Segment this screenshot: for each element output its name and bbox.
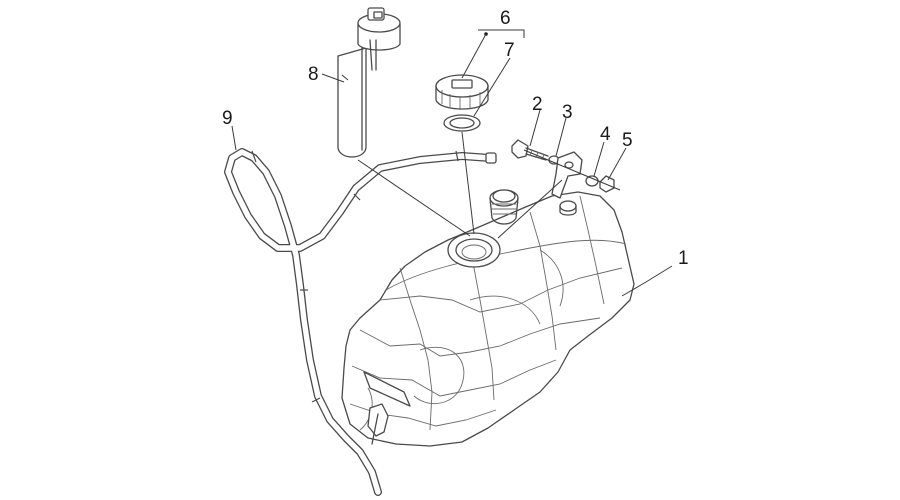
- callout-9: 9: [222, 108, 233, 129]
- part-5-nut: [599, 175, 615, 193]
- part-2-bolt: [511, 139, 549, 161]
- part-4-spacer: [585, 175, 599, 187]
- callout-3: 3: [562, 102, 573, 123]
- part-9-hose: [224, 148, 497, 496]
- part-1-fuel-tank: [341, 189, 635, 447]
- part-3-bracket: [551, 151, 583, 199]
- callout-8: 8: [308, 64, 319, 85]
- callout-leaders: [231, 29, 673, 297]
- assembly-axis-lines: [357, 131, 621, 239]
- callout-1: 1: [678, 248, 689, 269]
- callout-5: 5: [622, 130, 633, 151]
- part-8-fuel-sender: [337, 7, 401, 158]
- part-7-cap-gasket: [443, 114, 481, 132]
- callout-2: 2: [532, 94, 543, 115]
- callout-6: 6: [500, 8, 511, 29]
- callout-4: 4: [600, 124, 611, 145]
- callout-7: 7: [504, 40, 515, 61]
- part-6-fuel-cap: [435, 74, 489, 110]
